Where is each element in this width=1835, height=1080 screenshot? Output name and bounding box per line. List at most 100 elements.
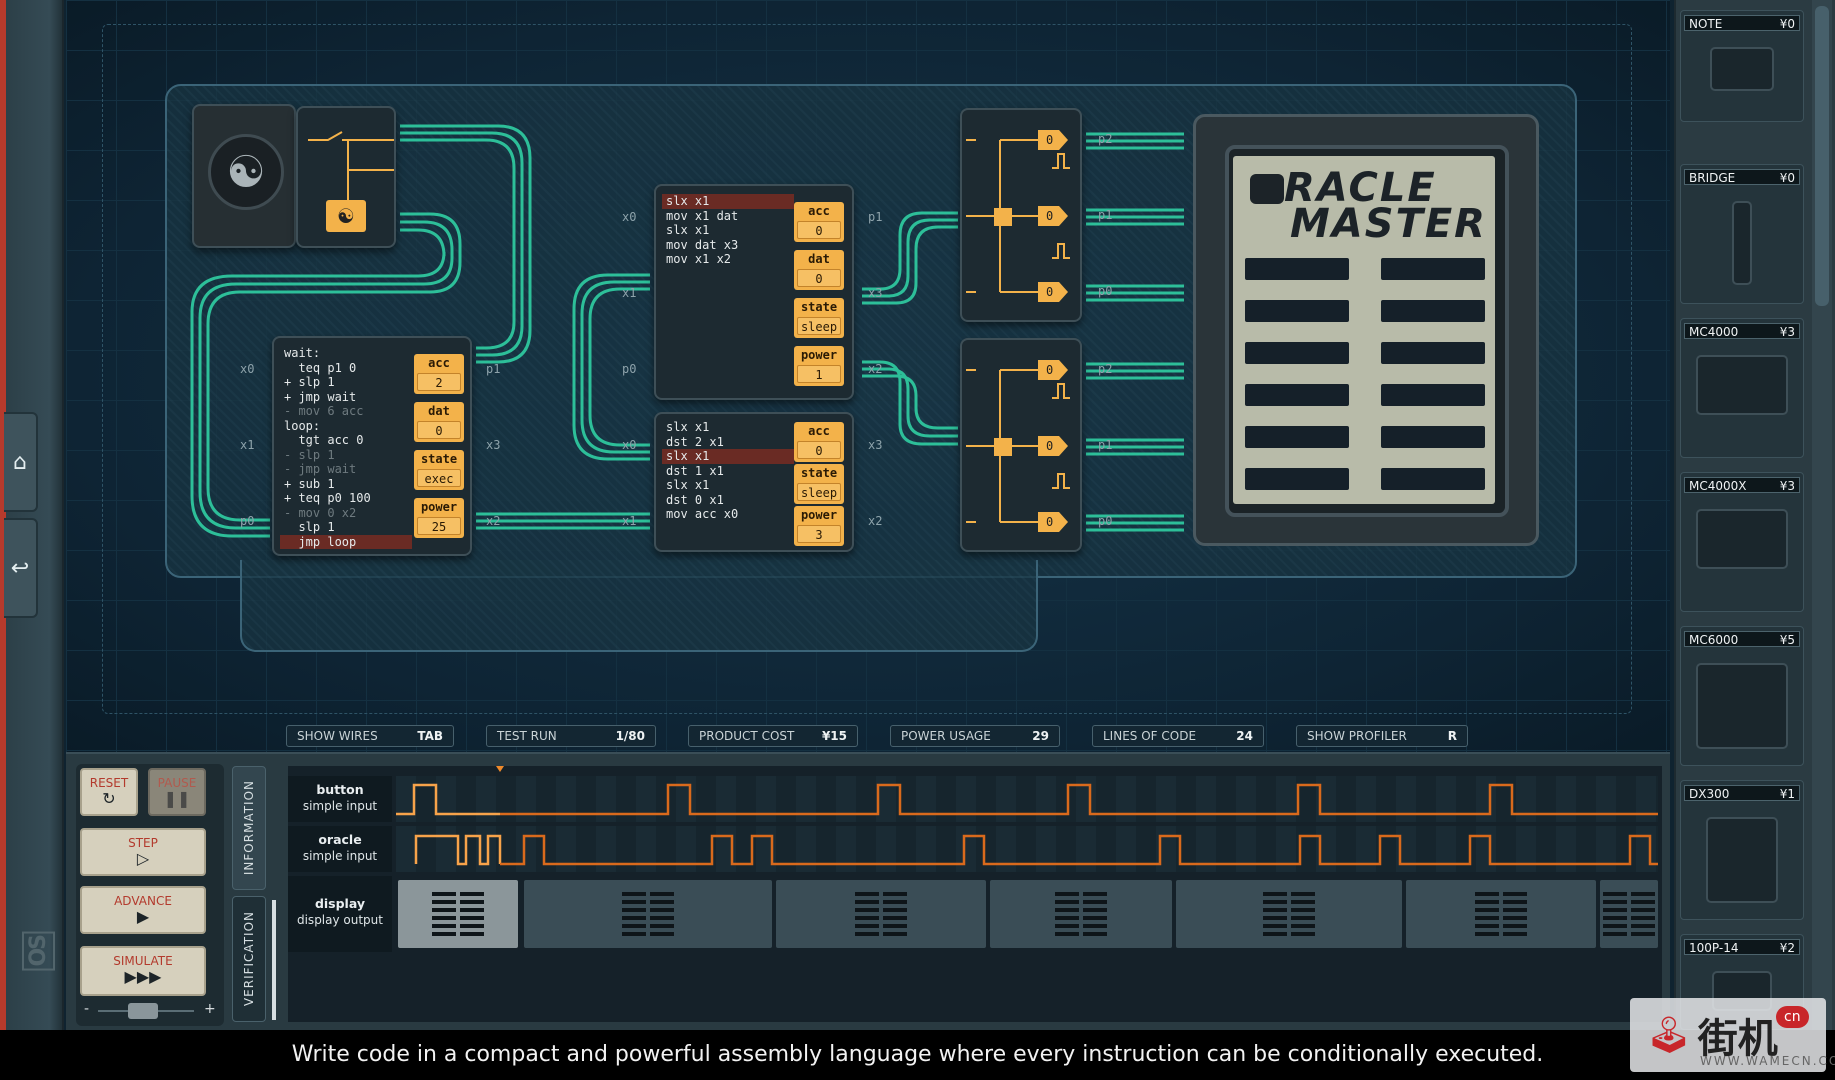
component-thumbnail	[1706, 817, 1778, 903]
caption-subtitle: Write code in a compact and powerful ass…	[0, 1030, 1835, 1080]
code-line[interactable]: dst 2 x1	[666, 434, 724, 449]
code-line[interactable]: - jmp wait	[284, 462, 357, 476]
code-line[interactable]: mov dat x3	[666, 237, 739, 252]
oracle-input-module: ☯	[296, 106, 396, 248]
code-line[interactable]: + jmp wait	[284, 389, 357, 404]
wire-layer	[190, 124, 1184, 538]
display-output-frame	[524, 880, 772, 948]
inventory-item-note[interactable]: NOTE¥0	[1680, 10, 1804, 122]
simulate-icon: ▶▶▶	[124, 967, 162, 986]
code-line[interactable]: - mov 6 acc	[284, 404, 364, 418]
dx300-bottom[interactable]: 0 0 0	[960, 338, 1082, 552]
inventory-item-mc4000[interactable]: MC4000¥3	[1680, 318, 1804, 458]
oracle-yin-yang-icon: ☯	[326, 200, 366, 232]
tab-verification[interactable]: VERIFICATION	[232, 896, 266, 1022]
code-line[interactable]: slp 1	[284, 520, 335, 534]
pause-button[interactable]: PAUSE❚❚	[148, 768, 206, 816]
trigram-glyph	[855, 892, 907, 936]
display-output-frame	[1406, 880, 1596, 948]
code-line[interactable]: mov x1 dat	[666, 208, 739, 223]
code-line[interactable]: dst 1 x1	[666, 463, 724, 478]
speed-slider-thumb[interactable]	[128, 1003, 158, 1019]
code-line[interactable]: tgt acc 0	[284, 433, 364, 447]
product-cost-indicator: PRODUCT COST¥15	[688, 725, 858, 747]
inventory-item-header: 100P-14¥2	[1684, 939, 1800, 955]
code-line[interactable]: + sub 1	[284, 476, 335, 491]
code-line[interactable]: slx x1	[666, 478, 710, 492]
signal-waveforms	[396, 766, 1658, 866]
dx-bottom-port-p2: p2	[1098, 362, 1113, 376]
code-line[interactable]: dst 0 x1	[666, 492, 724, 507]
code-line[interactable]: loop:	[284, 418, 321, 433]
code-line[interactable]: teq p1 0	[284, 360, 357, 375]
inventory-scrollbar[interactable]	[1812, 0, 1832, 1030]
dx300-top[interactable]: 0 0 0	[960, 108, 1082, 322]
code-line[interactable]: wait:	[284, 346, 321, 360]
reset-button[interactable]: RESET↻	[80, 768, 138, 816]
code-line[interactable]: slx x1	[662, 449, 794, 464]
inventory-item-header: MC6000¥5	[1684, 631, 1800, 647]
display-output-frame	[776, 880, 986, 948]
speed-plus[interactable]: +	[204, 1001, 216, 1017]
inventory-item-mc4000x[interactable]: MC4000X¥3	[1680, 472, 1804, 612]
inventory-item-header: NOTE¥0	[1684, 15, 1800, 31]
chip-b-port-x0: x0	[622, 210, 637, 224]
inventory-item-mc6000[interactable]: MC6000¥5	[1680, 626, 1804, 766]
code-line[interactable]: jmp loop	[280, 534, 412, 549]
code-line[interactable]: mov x1 x2	[666, 252, 732, 266]
chip-mc6000-a[interactable]: wait: teq p1 0+ slp 1+ jmp wait- mov 6 a…	[272, 336, 472, 556]
chip-a-port-x1: x1	[240, 438, 255, 452]
code-line[interactable]: slx x1	[662, 194, 794, 209]
oracle-bar-slot	[1245, 384, 1349, 406]
speed-minus[interactable]: -	[84, 1001, 90, 1017]
code-line[interactable]: - slp 1	[284, 447, 335, 462]
code-line[interactable]: slx x1	[666, 420, 710, 434]
chip-c-port-x3: x3	[868, 438, 883, 452]
code-line[interactable]: slx x1	[666, 223, 710, 237]
code-line[interactable]: + slp 1	[284, 375, 335, 389]
dx-top-p0-value: 0	[1038, 282, 1068, 302]
dx-bottom-port-p1: p1	[1098, 438, 1113, 452]
code-line[interactable]: mov acc x0	[666, 507, 739, 521]
speed-slider[interactable]: - +	[80, 1001, 216, 1019]
chip-c-port-x2: x2	[868, 514, 883, 528]
step-button[interactable]: STEP▷	[80, 828, 206, 876]
advance-button[interactable]: ADVANCE▶	[80, 886, 206, 934]
trigram-glyph	[1603, 892, 1655, 936]
dx-top-port-p1: p1	[1098, 208, 1113, 222]
back-icon[interactable]: ↩	[4, 518, 38, 618]
oracle-bar-slot	[1245, 468, 1349, 490]
simulate-button[interactable]: SIMULATE▶▶▶	[80, 946, 206, 996]
trigram-glyph	[432, 892, 484, 936]
oracle-bar-slot	[1245, 342, 1349, 364]
oracle-bar-slot	[1381, 258, 1485, 280]
code-line[interactable]: - mov 0 x2	[284, 505, 357, 520]
watermark-logo: 🕹 街机 cn WWW.WAMECN.COM	[1630, 998, 1835, 1072]
oracle-bar-slot	[1381, 468, 1485, 490]
chip-a-port-x3: x3	[486, 438, 501, 452]
yin-yang-icon[interactable]: ☯	[208, 134, 284, 210]
tab-information[interactable]: INFORMATION	[232, 766, 266, 890]
chip-a-code[interactable]: wait: teq p1 0+ slp 1+ jmp wait- mov 6 a…	[280, 346, 412, 549]
component-thumbnail	[1696, 663, 1788, 749]
trigram-glyph	[1055, 892, 1107, 936]
inventory-item-header: BRIDGE¥0	[1684, 169, 1800, 185]
inventory-item-bridge[interactable]: BRIDGE¥0	[1680, 164, 1804, 304]
trigram-glyph	[622, 892, 674, 936]
home-icon[interactable]: ⌂	[4, 412, 38, 512]
code-line[interactable]: + teq p0 100	[284, 491, 371, 505]
inventory-item-dx300[interactable]: DX300¥1	[1680, 780, 1804, 920]
